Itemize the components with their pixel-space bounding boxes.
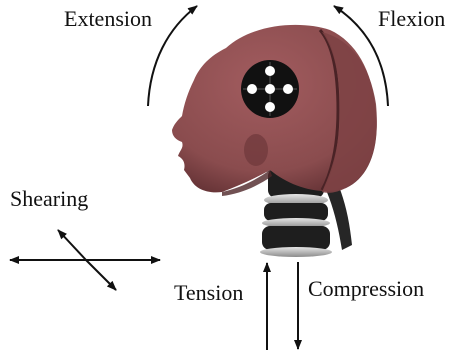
shearing-arrows-icon bbox=[10, 230, 160, 290]
label-extension: Extension bbox=[64, 6, 152, 31]
target-marker-icon bbox=[241, 60, 299, 118]
label-flexion: Flexion bbox=[378, 6, 445, 31]
label-compression: Compression bbox=[308, 276, 424, 301]
label-tension: Tension bbox=[174, 280, 243, 305]
label-shearing: Shearing bbox=[10, 186, 88, 211]
